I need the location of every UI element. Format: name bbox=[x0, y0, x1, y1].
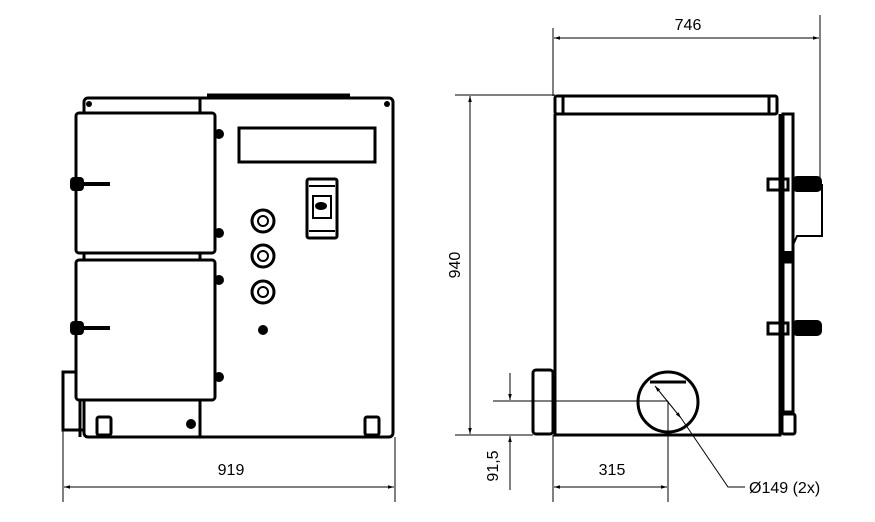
height-label: 940 bbox=[447, 252, 464, 279]
height-dimension: 940 bbox=[447, 94, 555, 436]
pipe-offset-dimension: 315 bbox=[552, 401, 669, 502]
main-switch-icon bbox=[305, 177, 339, 240]
pipe-height-dimension: 91,5 bbox=[485, 373, 668, 490]
width-label: 919 bbox=[218, 462, 245, 479]
screw-icon bbox=[86, 101, 92, 107]
screw-icon bbox=[384, 101, 390, 107]
front-view bbox=[61, 93, 395, 439]
foot bbox=[95, 415, 113, 437]
hinge-icon bbox=[186, 129, 224, 429]
foot bbox=[363, 415, 381, 437]
door-handle-icon bbox=[766, 176, 822, 192]
hinge-icon bbox=[779, 251, 793, 260]
front-flange bbox=[61, 370, 84, 432]
depth-label: 746 bbox=[675, 17, 702, 34]
side-view bbox=[531, 94, 823, 437]
side-body bbox=[553, 114, 782, 437]
door-handle-icon bbox=[70, 321, 110, 335]
pipe-diameter-dimension: Ø149 (2x) bbox=[654, 385, 820, 497]
top-lid bbox=[553, 94, 779, 116]
pipe-height-label: 91,5 bbox=[485, 450, 502, 481]
pipe-diameter-label: Ø149 (2x) bbox=[749, 480, 820, 497]
pipe-offset-label: 315 bbox=[599, 462, 626, 479]
indicator-light-icon bbox=[258, 325, 268, 335]
depth-dimension: 746 bbox=[552, 15, 821, 185]
door-handle-icon bbox=[766, 320, 822, 336]
side-flange bbox=[531, 368, 555, 436]
switch-box bbox=[792, 184, 823, 246]
knob-icon bbox=[250, 208, 276, 305]
door-edge bbox=[781, 260, 795, 414]
side-foot bbox=[780, 412, 797, 436]
width-dimension: 919 bbox=[62, 430, 396, 502]
door-handle-icon bbox=[70, 177, 110, 191]
display-window bbox=[237, 126, 377, 164]
